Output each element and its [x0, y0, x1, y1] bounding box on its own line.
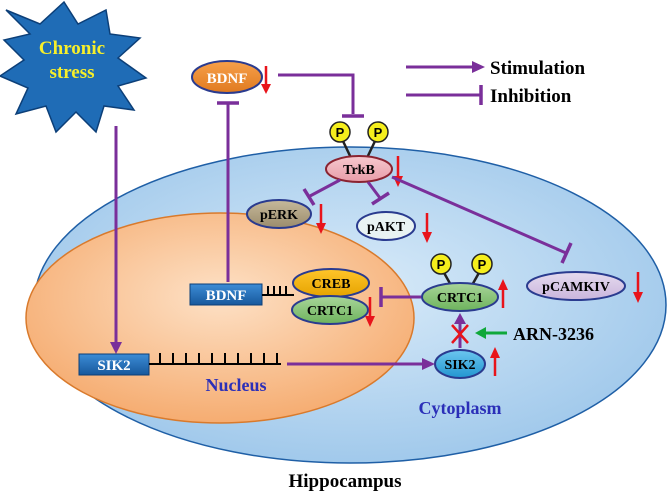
crtc1-phosphate-right-label: P: [478, 257, 487, 272]
block-cross-icon: [451, 324, 469, 344]
crtc1-nuclear: [291, 295, 369, 325]
crtc1-cytoplasmic: [421, 282, 499, 312]
pcamkiv-label: pCAMKIV: [542, 280, 610, 295]
creb-complex-down-arrow: [365, 297, 375, 327]
trkb-receptor: [325, 155, 393, 183]
pakt-down-arrow: [422, 213, 432, 243]
trkb-to-perk-line: [309, 178, 341, 198]
trkb-to-pakt-line: [366, 181, 382, 199]
sik2-gene-to-sik2-arrowhead: [422, 358, 435, 370]
stress-label-line1: Chronic: [39, 38, 105, 59]
chronic-stress-star: [0, 0, 148, 134]
perk-protein: [246, 199, 312, 229]
trkb-to-pcamkiv-bar: [560, 242, 573, 264]
trkb-to-pakt-bar: [371, 191, 390, 206]
legend-stimulation-arrowhead: [472, 61, 485, 73]
trkb-phosphate-right-label: P: [374, 125, 383, 140]
crtc1-phosphate-left: [430, 253, 452, 275]
legend-inhibition-label: Inhibition: [490, 86, 572, 107]
sik2-gene-label: SIK2: [97, 358, 130, 374]
stress-label-line2: stress: [49, 62, 94, 83]
bdnf-protein: [191, 60, 263, 94]
pcamkiv-down-arrow: [633, 272, 643, 303]
nucleus-label: Nucleus: [205, 375, 266, 395]
arn-3236-label: ARN-3236: [513, 324, 594, 344]
sik2-gene-dna: [149, 353, 281, 365]
crtc1-nuclear-label: CRTC1: [307, 304, 353, 319]
perk-label: pERK: [260, 208, 298, 223]
hippocampus-label: Hippocampus: [289, 471, 402, 492]
arn-arrowhead: [475, 327, 486, 339]
pakt-protein: [356, 211, 416, 241]
legend-stimulation-label: Stimulation: [490, 58, 585, 79]
pcamkiv-protein: [526, 271, 626, 301]
bdnf-gene-label: BDNF: [206, 288, 247, 304]
creb-label: CREB: [312, 277, 351, 292]
bdnf-to-trkb-line: [278, 73, 355, 114]
sik2-to-crtc1-arrowhead: [454, 313, 466, 324]
cytoplasm-label: Cytoplasm: [418, 398, 501, 418]
crtc1-phosphate-left-label: P: [437, 257, 446, 272]
trkb-to-perk-bar: [302, 188, 316, 206]
trkb-to-pcamkiv-line: [391, 175, 567, 255]
trkb-phosphate-left-label: P: [336, 125, 345, 140]
pakt-label: pAKT: [367, 220, 406, 235]
stress-to-sik2-arrowhead: [110, 342, 122, 354]
trkb-phosphate-right: [367, 121, 389, 143]
bdnf-down-arrow: [261, 66, 271, 94]
sik2-protein-label: SIK2: [444, 358, 475, 373]
sik2-up-arrow: [490, 347, 500, 376]
crtc1-phosphate-right: [471, 253, 493, 275]
trkb-phosphate-left: [329, 121, 351, 143]
crtc1-up-arrow: [498, 279, 508, 308]
bdnf-gene-dna: [262, 286, 294, 296]
bdnf-protein-label: BDNF: [207, 71, 248, 87]
crtc1-cytoplasmic-label: CRTC1: [437, 291, 483, 306]
trkb-label: TrkB: [343, 163, 375, 178]
perk-down-arrow: [316, 204, 326, 234]
